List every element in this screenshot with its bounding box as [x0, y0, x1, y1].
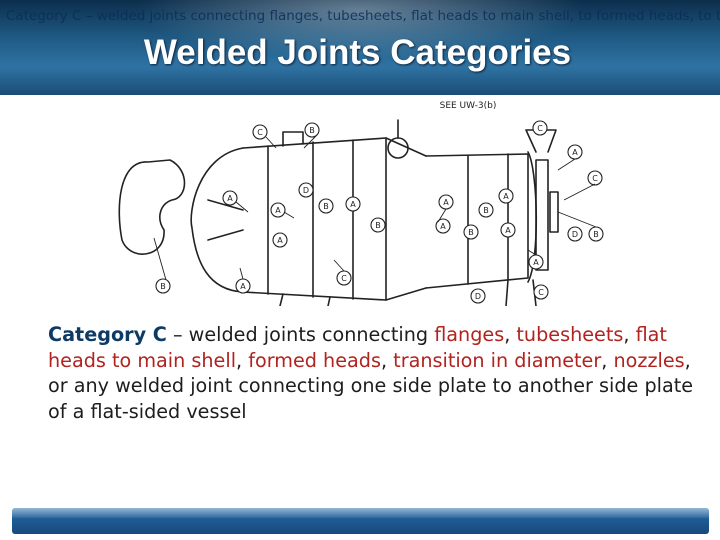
- svg-text:B: B: [323, 202, 329, 211]
- svg-text:A: A: [572, 148, 578, 157]
- vessel-weld-categories-drawing: SEE UW-3(b) C B A A D A B A B A A B B A …: [118, 101, 604, 306]
- left-head: [190, 147, 244, 293]
- term-nozzles: nozzles: [613, 348, 685, 372]
- svg-text:B: B: [160, 282, 166, 291]
- svg-text:B: B: [309, 126, 315, 135]
- slide-footer-bar: [12, 508, 709, 534]
- term-formed-heads: formed heads: [248, 348, 381, 372]
- svg-text:C: C: [341, 274, 347, 283]
- right-flange: [535, 159, 549, 271]
- end-view-outline: [118, 159, 186, 255]
- svg-text:B: B: [375, 221, 381, 230]
- svg-text:C: C: [537, 124, 543, 133]
- footer-shine: [12, 508, 709, 518]
- term-tubesheets: tubesheets: [516, 323, 624, 346]
- slide-title: Welded Joints Categories: [143, 33, 572, 72]
- svg-text:A: A: [227, 194, 233, 203]
- category-c-description: Category C – welded joints connecting fl…: [48, 323, 694, 423]
- svg-text:A: A: [350, 200, 356, 209]
- svg-text:A: A: [277, 236, 283, 245]
- svg-text:A: A: [443, 198, 449, 207]
- svg-text:A: A: [440, 222, 446, 231]
- top-nozzle: [387, 137, 409, 159]
- slide-header: Category C – welded joints connecting fl…: [0, 0, 720, 95]
- svg-text:A: A: [503, 192, 509, 201]
- see-reference-label: SEE UW-3(b): [440, 101, 497, 111]
- svg-text:A: A: [533, 258, 539, 267]
- term-transition: transition in diameter: [393, 348, 602, 372]
- main-shell: [242, 137, 387, 301]
- svg-text:B: B: [593, 230, 599, 239]
- header-ticker-text: Category C – welded joints connecting fl…: [6, 8, 720, 24]
- category-label: Category C: [48, 323, 167, 346]
- svg-text:A: A: [505, 226, 511, 235]
- cone-transition: [385, 137, 427, 301]
- svg-text:C: C: [592, 174, 598, 183]
- svg-text:D: D: [303, 186, 309, 195]
- svg-text:D: D: [475, 292, 481, 301]
- svg-text:A: A: [240, 282, 246, 291]
- term-flanges: flanges: [434, 323, 505, 346]
- term-flat-heads: flat heads to main shell: [48, 323, 667, 372]
- svg-text:D: D: [572, 230, 578, 239]
- svg-text:B: B: [483, 206, 489, 215]
- svg-text:A: A: [275, 206, 281, 215]
- small-shell: [425, 153, 529, 289]
- svg-text:B: B: [468, 228, 474, 237]
- svg-text:C: C: [257, 128, 263, 137]
- svg-text:C: C: [538, 288, 544, 297]
- header-glow: [0, 0, 720, 95]
